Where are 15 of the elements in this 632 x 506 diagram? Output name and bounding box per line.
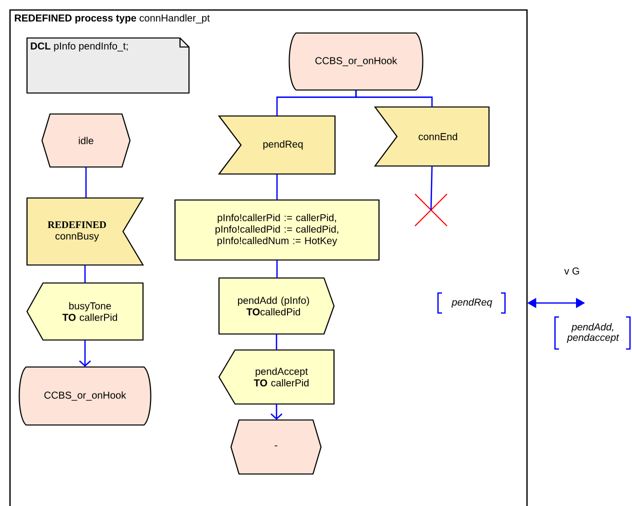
flow-line — [276, 334, 278, 350]
flow-line — [84, 265, 86, 283]
signal-list: pendReq — [437, 292, 506, 314]
connector-arrow — [79, 340, 91, 367]
connector-arrow — [270, 404, 282, 420]
stop-symbol — [414, 193, 448, 227]
flow-line — [355, 90, 433, 107]
task-box: pInfo!callerPid := callerPid, pInfo!calledPid := calledPid, pInfo!calledNum := HotKey — [174, 199, 380, 261]
declaration-note: DCL pInfo pendInfo_t; — [26, 37, 190, 94]
flow-line — [85, 167, 87, 198]
flow-line — [276, 260, 278, 278]
flow-line — [430, 166, 433, 210]
signal-list: pendAdd, pendaccept — [554, 316, 631, 350]
flow-line — [276, 174, 278, 200]
channel-name: v G — [563, 266, 581, 276]
